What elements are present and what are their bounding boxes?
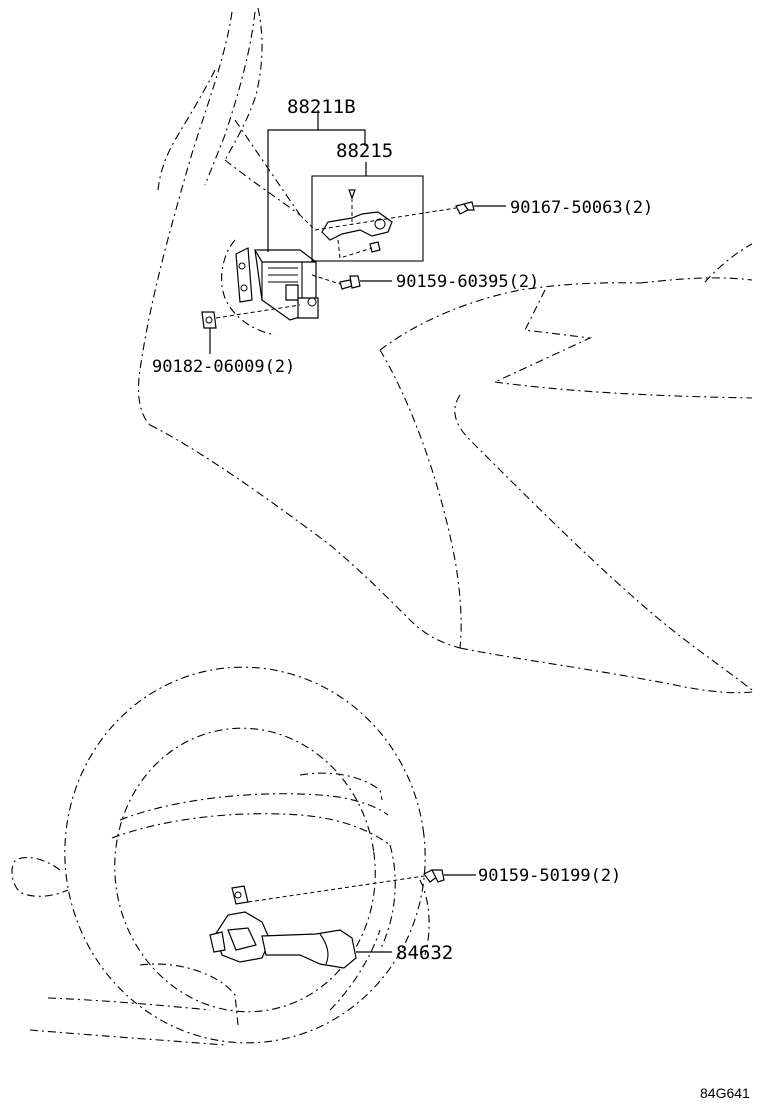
sensor-assembly-88211b [235,247,319,321]
label-90159-60395: 90159-60395(2) [396,272,539,292]
vehicle-body-outline [137,7,753,694]
label-88211b: 88211B [287,96,356,118]
label-90182-06009: 90182-06009(2) [152,357,295,377]
steering-wheel-outline [11,666,430,1046]
label-90167-50063: 90167-50063(2) [510,198,653,218]
bolt-icon-middle [339,275,361,290]
bolt-icon-upper [455,201,475,215]
figure-code: 84G641 [700,1085,750,1101]
bracket-88215-box [311,175,424,262]
bolt-icon-switch [423,869,445,883]
turn-signal-switch-84632 [209,885,357,969]
label-84632: 84632 [396,942,453,964]
nut-icon [201,311,217,329]
label-90159-50199: 90159-50199(2) [478,866,621,886]
label-88215: 88215 [336,140,393,162]
